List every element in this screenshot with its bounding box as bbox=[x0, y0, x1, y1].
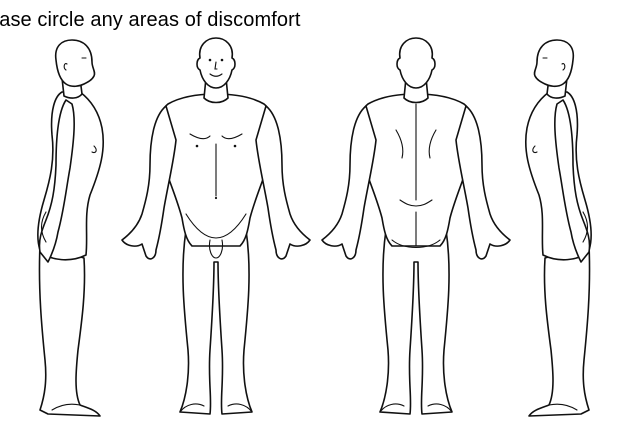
figure-front bbox=[122, 38, 310, 414]
figure-side-left bbox=[526, 40, 591, 416]
figure-side-right bbox=[38, 40, 103, 416]
figure-back bbox=[322, 38, 510, 414]
